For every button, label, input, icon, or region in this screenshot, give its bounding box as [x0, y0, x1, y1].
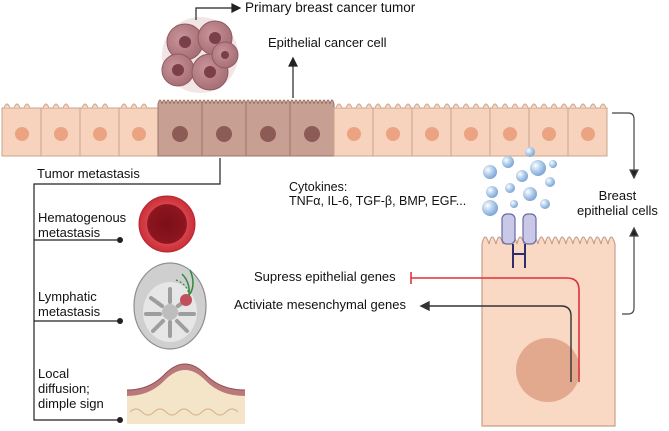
epithelial-cell: [333, 107, 374, 157]
epithelial-cell: [489, 107, 530, 157]
suppress-inhibition-line: [410, 272, 580, 382]
primary-tumor-label: Primary breast cancer tumor: [245, 0, 416, 15]
normal-epithelium-right: [333, 103, 608, 157]
epithelial-cancer-arrow: [288, 56, 298, 98]
lymph-node-icon: [133, 262, 207, 350]
receptor-icon: [501, 213, 537, 268]
epithelial-cell: [372, 107, 413, 157]
activate-label: Activiate mesenchymal genes: [234, 297, 406, 312]
normal-epithelium-left: [1, 103, 159, 157]
activate-arrow: [419, 300, 572, 382]
metastasis-tree: [33, 158, 221, 421]
epithelial-cell: [411, 107, 452, 157]
cytokine-beads-icon: [482, 147, 557, 216]
breast-epithelial-label: Breast epithelial cells: [577, 188, 658, 218]
cancer-cell: [201, 99, 247, 157]
local-diffusion-label: Local diffusion; dimple sign: [38, 366, 104, 411]
cancer-cell: [157, 99, 203, 157]
tumor-metastasis-label: Tumor metastasis: [37, 166, 140, 181]
epithelial-cancer-cell-label: Epithelial cancer cell: [268, 35, 387, 50]
cancer-epithelium: [157, 99, 335, 157]
epithelial-cell: [450, 107, 491, 157]
feedback-arrow: [622, 226, 639, 315]
cancer-cell: [289, 99, 335, 157]
suppress-label: Supress epithelial genes: [254, 269, 396, 284]
epithelial-cell: [40, 107, 81, 157]
epithelial-cell: [528, 107, 569, 157]
lymphatic-label: Lymphatic metastasis: [38, 289, 101, 319]
epithelial-cell: [118, 107, 159, 157]
tree-dots: [117, 237, 123, 423]
cytokines-label: Cytokines: TNFα, IL-6, TGF-β, BMP, EGF..…: [289, 180, 467, 209]
tumor-label-arrow: [195, 3, 242, 20]
hematogenous-label: Hematogenous metastasis: [38, 210, 127, 240]
blood-vessel-icon: [138, 195, 196, 253]
epithelial-cell: [1, 107, 42, 157]
breast-epithelial-cell: [481, 236, 616, 427]
skin-dimple-icon: [126, 363, 246, 424]
epithelial-cell: [79, 107, 120, 157]
epithelial-cell: [567, 107, 608, 157]
cancer-cell: [245, 99, 291, 157]
right-flow-arrow: [612, 112, 639, 180]
tumor-cluster-icon: [161, 17, 239, 93]
